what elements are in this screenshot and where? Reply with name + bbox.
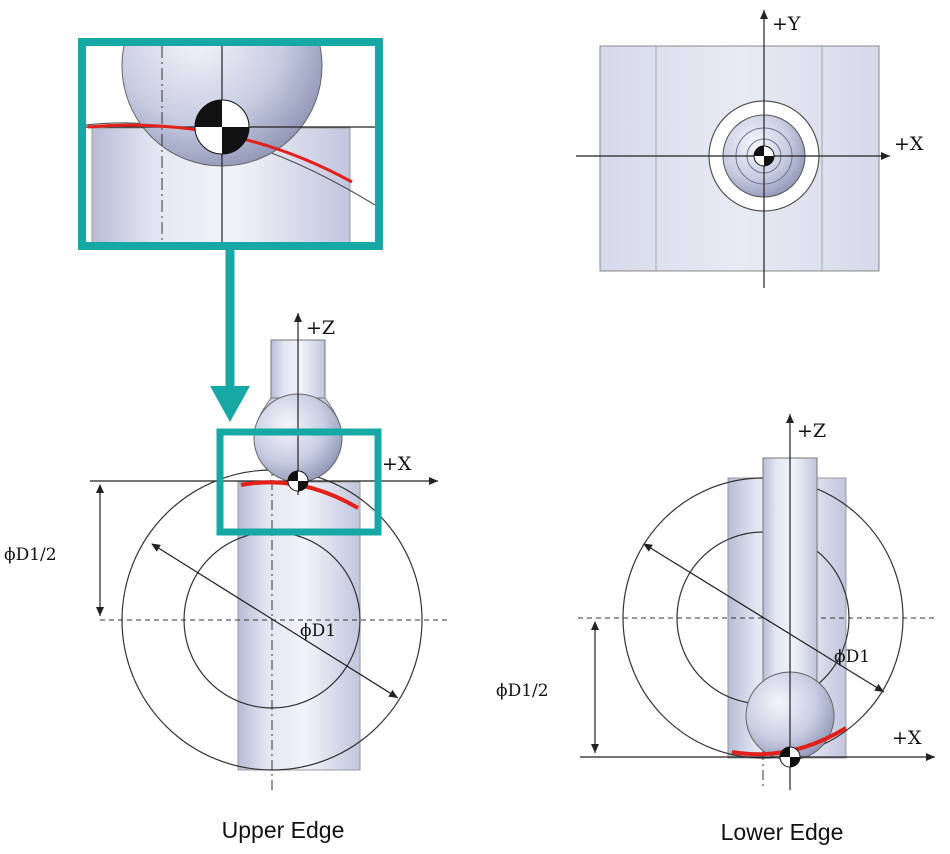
zoom-contact-symbol <box>194 99 250 155</box>
label-half-diameter-lower: ϕD1/2 <box>496 681 549 701</box>
zoom-detail-frame <box>78 38 383 250</box>
caption-upper-edge: Upper Edge <box>222 817 345 843</box>
axis-label-plus-x-top: +X <box>894 133 924 155</box>
upper-edge-view: ϕD1/2 ϕD1 +Z +X <box>4 313 450 790</box>
axis-label-plus-z-upper: +Z <box>306 317 335 339</box>
axis-label-plus-y: +Y <box>772 13 801 35</box>
dim-diameter <box>151 543 399 699</box>
dim-diameter-lower <box>643 543 885 693</box>
lower-edge-view: ϕD1/2 ϕD1 +Z +X <box>496 414 938 790</box>
contact-point-symbol-lower <box>779 746 801 768</box>
label-half-diameter-upper: ϕD1/2 <box>4 545 57 565</box>
contact-point-symbol <box>287 470 309 492</box>
origin-symbol <box>753 145 775 167</box>
zoom-detail <box>78 38 383 422</box>
label-diameter-upper: ϕD1 <box>300 621 336 641</box>
label-diameter-lower: ϕD1 <box>834 647 870 667</box>
axis-label-plus-z-lower: +Z <box>797 420 826 442</box>
top-view: +Y +X <box>576 10 924 288</box>
detail-highlight-box <box>216 428 382 536</box>
caption-lower-edge: Lower Edge <box>721 819 844 845</box>
axis-label-plus-x-upper: +X <box>382 453 412 475</box>
axis-label-plus-x-lower: +X <box>892 727 922 749</box>
